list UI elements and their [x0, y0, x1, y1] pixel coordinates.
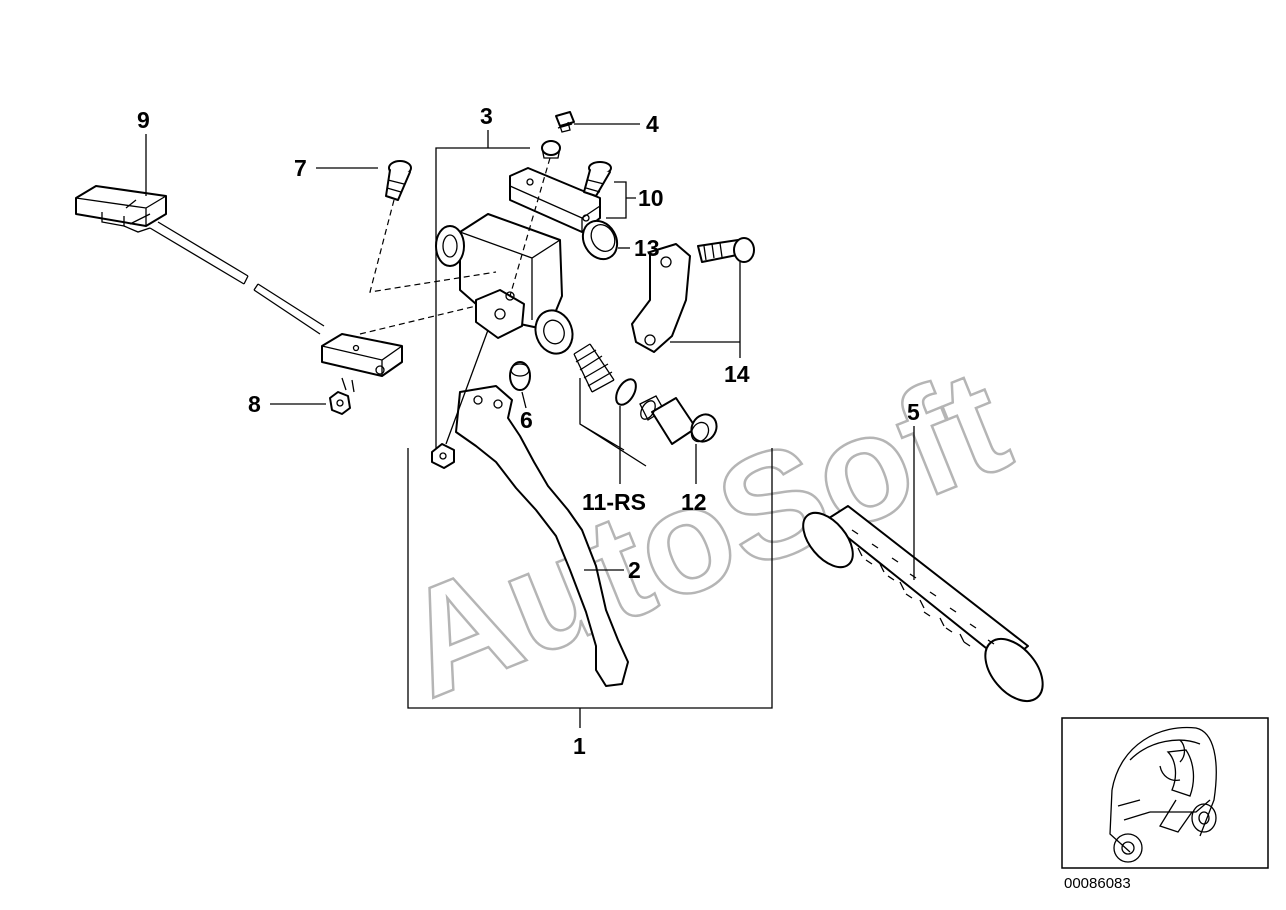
leader-11 [579, 378, 647, 484]
callout-3: 3 [480, 103, 493, 129]
callout-1: 1 [573, 733, 586, 759]
callout-12: 12 [681, 489, 707, 515]
leader-14 [670, 262, 741, 358]
cap-13 [581, 219, 619, 261]
leader-3 [435, 130, 530, 448]
bushing-6 [509, 361, 531, 391]
clip-12 [690, 413, 718, 443]
switch-harness [75, 185, 403, 415]
piston [639, 395, 697, 445]
screw-7 [385, 160, 412, 201]
callout-9: 9 [137, 107, 150, 133]
assembly-line-switch [359, 305, 477, 335]
callout-4: 4 [646, 111, 659, 137]
spring-11 [573, 343, 615, 393]
callout-8: 8 [248, 391, 261, 417]
leader-10 [606, 181, 636, 219]
seal-ring [615, 378, 637, 406]
handlebar-grip-5 [802, 505, 1044, 702]
leader-1 [407, 448, 773, 728]
brake-lever-2 [455, 385, 629, 687]
leader-6 [521, 391, 527, 409]
callout-6: 6 [520, 407, 533, 433]
callout-5: 5 [907, 399, 920, 425]
callout-10: 10 [638, 185, 664, 211]
clamp-14 [631, 237, 755, 353]
lever-nut [431, 443, 455, 469]
master-cylinder-housing [435, 167, 601, 355]
callout-2: 2 [628, 557, 641, 583]
callout-14: 14 [724, 361, 750, 387]
assembly-line-7 [369, 199, 497, 293]
callout-7: 7 [294, 155, 307, 181]
vehicle-inset [1061, 717, 1269, 869]
screw-10 [583, 161, 612, 197]
leader-lever-nut [445, 329, 489, 445]
screw-4 [541, 111, 575, 159]
callout-11-rs: 11-RS [582, 489, 646, 515]
diagram-number: 00086083 [1064, 875, 1131, 892]
callout-13: 13 [634, 235, 660, 261]
assembly-line-4 [509, 157, 551, 297]
